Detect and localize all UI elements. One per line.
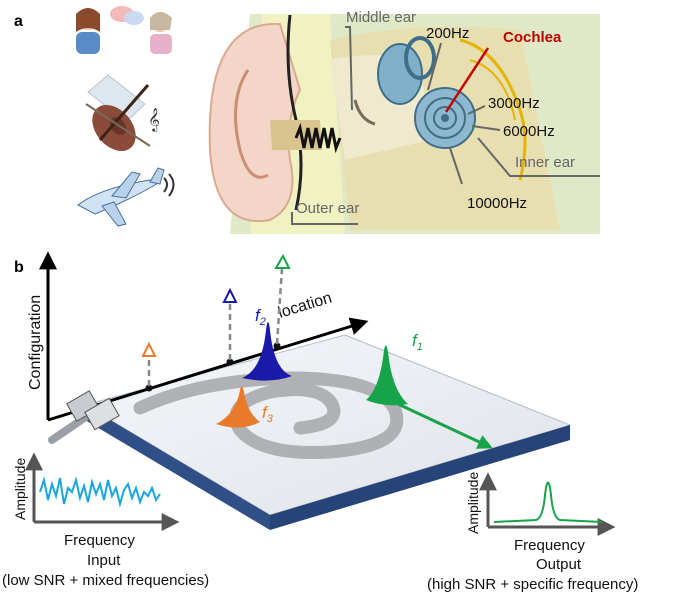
f1-label: f1	[412, 331, 423, 353]
input-ylabel: Amplitude	[12, 458, 28, 520]
f3-label: f3	[262, 403, 274, 425]
peak-f1	[366, 345, 408, 406]
f2-label: f2	[255, 306, 266, 328]
outer-ear-label: Outer ear	[296, 200, 359, 217]
peak-f3	[216, 386, 260, 428]
location-axis-label: location	[276, 289, 334, 321]
cochlea-label: Cochlea	[503, 29, 562, 46]
freq-200hz-label: 200Hz	[426, 25, 469, 42]
gavel-icon	[48, 390, 120, 444]
people-talking-icon	[76, 6, 172, 54]
output-caption: (high SNR + specific frequency)	[427, 576, 638, 593]
panel-a-label: a	[14, 13, 23, 30]
freq-6000hz-label: 6000Hz	[503, 123, 555, 140]
peak-f2	[242, 322, 292, 381]
output-signal-line	[493, 481, 603, 523]
input-title: Input	[87, 552, 121, 569]
panel-b-label: b	[14, 259, 24, 276]
configuration-axis-label: Configuration	[27, 295, 44, 390]
input-signal-line	[39, 476, 161, 508]
freq-10000hz-label: 10000Hz	[467, 195, 527, 212]
output-arrow	[397, 402, 493, 449]
input-caption: (low SNR + mixed frequencies)	[2, 572, 209, 589]
cochlea-plate	[83, 334, 572, 530]
output-title: Output	[536, 556, 582, 573]
ear-illustration	[208, 14, 600, 234]
output-xlabel: Frequency	[514, 537, 585, 554]
middle-ear-label: Middle ear	[346, 9, 416, 26]
inner-ear-label: Inner ear	[515, 154, 575, 171]
probe-arrows	[141, 253, 291, 392]
cochlea-spiral	[133, 371, 404, 459]
ear-callout-lines	[291, 26, 600, 225]
airplane-icon	[77, 167, 175, 227]
freq-3000hz-label: 3000Hz	[488, 95, 540, 112]
output-plot	[479, 472, 616, 536]
input-plot	[25, 452, 180, 531]
cochlea-pointer	[444, 47, 490, 113]
music-note-icon: 𝄞	[148, 109, 160, 132]
output-ylabel: Amplitude	[465, 472, 481, 534]
input-xlabel: Frequency	[64, 532, 135, 549]
violin-icon	[85, 74, 151, 152]
